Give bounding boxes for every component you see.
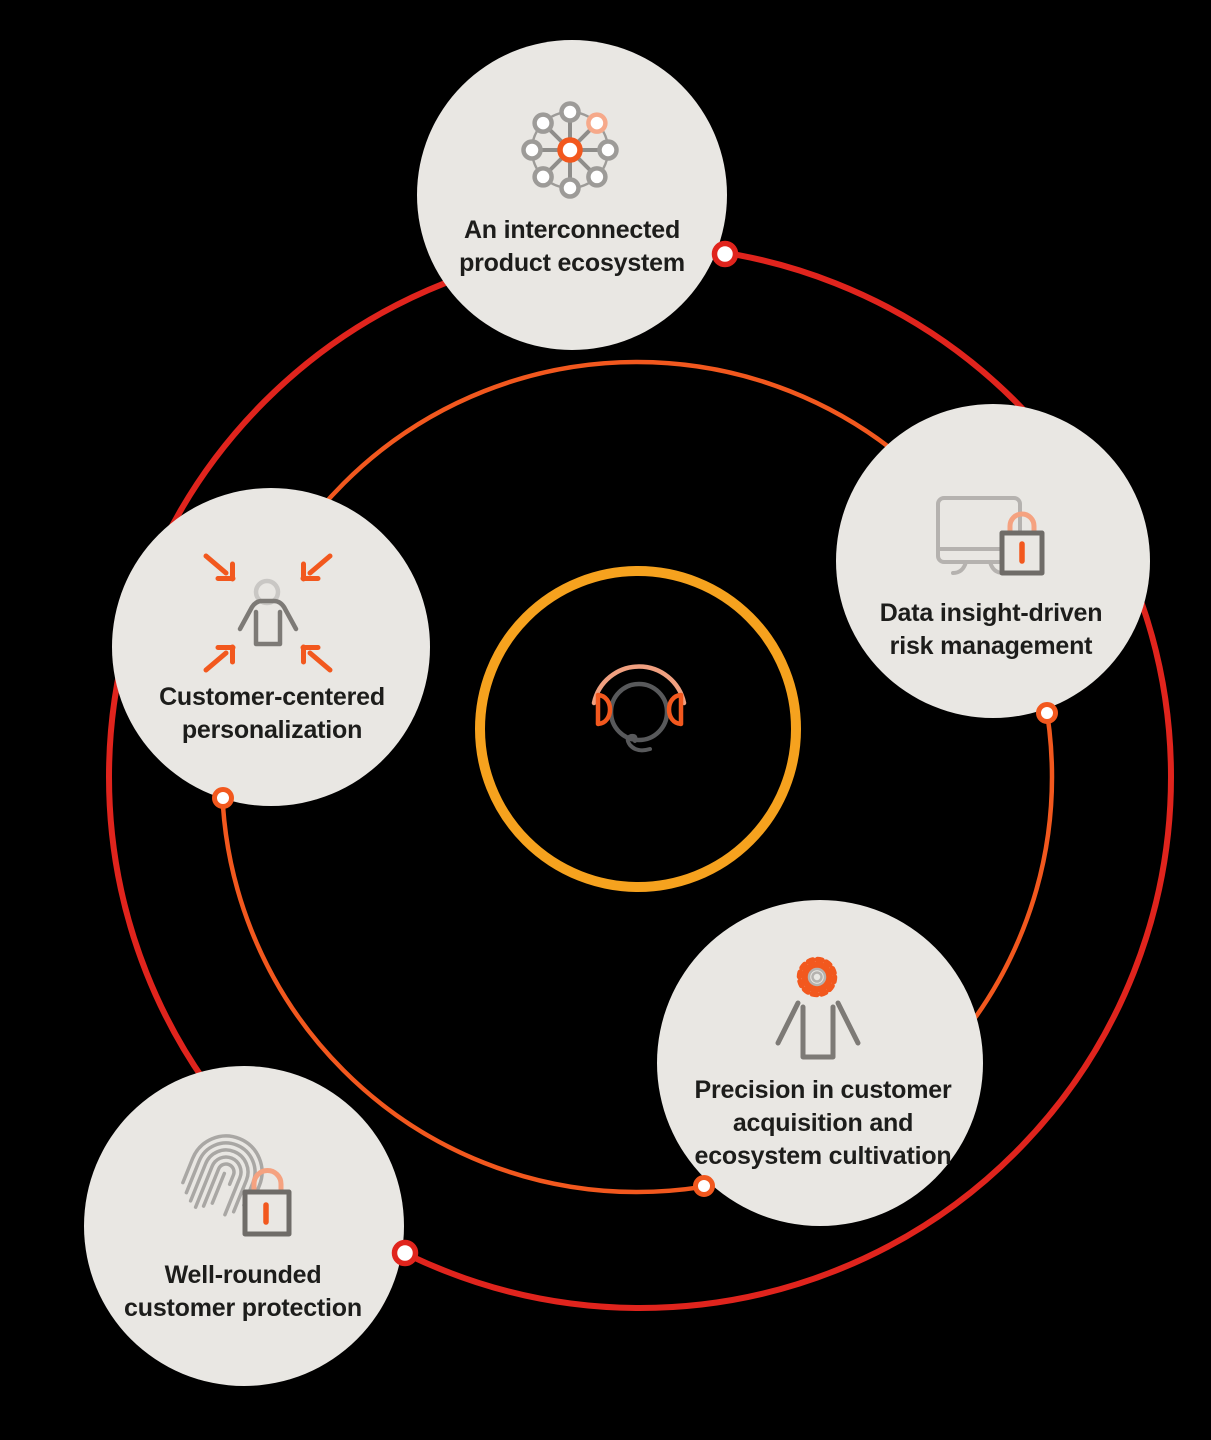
orbit-junction-dot-orange-right bbox=[1036, 702, 1058, 724]
monitor-lock-icon bbox=[936, 496, 1045, 576]
label-line: personalization bbox=[181, 716, 363, 744]
node-circle-personalization bbox=[112, 488, 430, 806]
label-line: Precision in customer bbox=[694, 1076, 952, 1104]
orbit-junction-dot-red-bottom bbox=[391, 1239, 419, 1267]
node-label-risk: Data insight-driven risk management bbox=[811, 597, 1171, 663]
fingerprint-lock-icon bbox=[181, 1134, 292, 1237]
label-line: ecosystem cultivation bbox=[694, 1142, 952, 1170]
node-label-protection: Well-rounded customer protection bbox=[63, 1259, 423, 1325]
label-line: Well-rounded bbox=[164, 1261, 322, 1289]
inner-amber-ring bbox=[475, 566, 801, 892]
label-line: An interconnected bbox=[463, 216, 681, 244]
person-gear-icon bbox=[775, 956, 861, 1060]
label-line: acquisition and bbox=[732, 1109, 914, 1137]
network-hub-icon bbox=[521, 101, 619, 199]
headset-icon bbox=[591, 664, 687, 753]
label-line: Data insight-driven bbox=[879, 599, 1103, 627]
node-circle-precision bbox=[657, 900, 983, 1226]
label-line: risk management bbox=[889, 632, 1093, 660]
label-line: customer protection bbox=[124, 1294, 362, 1322]
node-label-ecosystem: An interconnected product ecosystem bbox=[392, 214, 752, 280]
orbit-junction-dot-orange-bottom bbox=[693, 1175, 715, 1197]
label-line: product ecosystem bbox=[459, 249, 685, 277]
orbit-junction-dot-red-top bbox=[711, 240, 739, 268]
person-focus-arrows-icon bbox=[203, 553, 333, 673]
node-label-personalization: Customer-centered personalization bbox=[92, 681, 452, 747]
label-line: Customer-centered bbox=[159, 683, 385, 711]
orbit-junction-dot-orange-left bbox=[212, 787, 234, 809]
node-label-precision: Precision in customer acquisition and ec… bbox=[643, 1074, 1003, 1173]
